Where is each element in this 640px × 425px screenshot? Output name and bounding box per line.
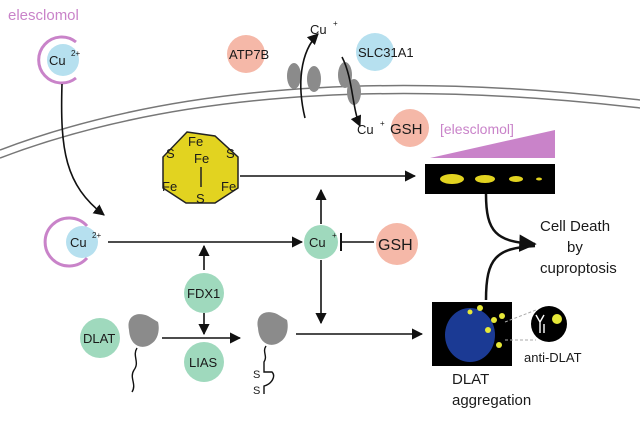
gsh-top-node: [391, 109, 429, 147]
elesclomol-arc-inside: [43, 216, 89, 268]
gel-band-1: [440, 174, 464, 184]
anti-dlat-inset: anti-DLAT: [524, 306, 582, 365]
gel-gradient-label: [elesclomol]: [440, 121, 514, 137]
anti-dlat-signal: [552, 314, 562, 324]
lias-label: LIAS: [189, 355, 218, 370]
anti-dlat-circle: [531, 306, 567, 342]
s-left: S: [166, 146, 175, 161]
s-right: S: [226, 146, 235, 161]
elesclomol-cu2-complex-inside: Cu 2+: [43, 216, 101, 268]
dlat-aggregation-line2: aggregation: [452, 392, 531, 409]
fe-center: Fe: [194, 151, 209, 166]
elesclomol-gradient-wedge: [430, 130, 555, 158]
dlat-protein: DLAT: [80, 314, 159, 393]
outcome-line3: cuproptosis: [540, 260, 617, 277]
lipoyl-s-top: S: [253, 369, 260, 381]
cell-death-outcome: Cell Death by cuproptosis: [540, 218, 617, 277]
cu-import-arrow: [341, 56, 362, 128]
cu1-imported-label: Cu: [357, 122, 374, 137]
aggregation-to-death-arrow: [484, 244, 536, 301]
aggregate-dot-3: [499, 313, 505, 319]
gsh-top-label: GSH: [390, 121, 423, 138]
elesclomol-label: elesclomol: [8, 7, 79, 24]
western-blot-gel: [elesclomol]: [425, 121, 555, 194]
slc31a1-label: SLC31A1: [358, 45, 414, 60]
cu2-ion-outside: [47, 44, 79, 76]
fdx1: FDX1: [184, 244, 224, 336]
transporters: ATP7B SLC31A1 Cu + Cu + GSH: [227, 19, 429, 147]
aggregate-dot-4: [485, 327, 491, 333]
antibody-icon: [535, 314, 545, 333]
cell-membrane: [0, 84, 640, 159]
aggregate-dot-5: [496, 342, 502, 348]
dlat-tail: [131, 347, 138, 393]
gel-band-2: [475, 175, 495, 183]
dlat-node: [80, 318, 120, 358]
cu1-center-label: Cu: [309, 235, 326, 250]
cu2-charge-outside: 2+: [71, 49, 80, 58]
fe-bottom-right: Fe: [221, 179, 236, 194]
outcome-line1: Cell Death: [540, 218, 610, 235]
cu1-center-charge: +: [332, 231, 337, 240]
elesclomol-cu2-complex-outside: elesclomol Cu 2+: [8, 7, 80, 85]
gsh-middle-node: [376, 223, 418, 265]
lias-node: [184, 342, 224, 382]
aggregate-dot-1: [477, 305, 483, 311]
dlat-shape: [128, 314, 159, 347]
cu1-exported-charge: +: [333, 19, 338, 28]
dlat-aggregation-image: [432, 302, 537, 366]
lipoyl-arm: [263, 345, 275, 394]
cu2-charge-inside: 2+: [92, 231, 101, 240]
dlat-label: DLAT: [83, 331, 115, 346]
cu2-ion-inside: [66, 226, 98, 258]
atp7b-channel-a: [287, 63, 301, 89]
gsh-middle-label: GSH: [378, 237, 413, 254]
fe-s-cluster: Fe Fe S S Fe Fe S: [162, 131, 239, 206]
cell-nucleus: [445, 308, 495, 362]
fe-bottom-left: Fe: [162, 179, 177, 194]
cu1-center-node: [304, 225, 338, 259]
cu1-imported-charge: +: [380, 119, 385, 128]
gel-band-4: [536, 177, 542, 181]
slc31a1-channel-a: [338, 62, 352, 88]
anti-dlat-label: anti-DLAT: [524, 350, 582, 365]
uptake-arrow: [60, 83, 105, 216]
gel-band-3: [509, 176, 523, 182]
dlat-aggregation-line1: DLAT: [452, 371, 489, 388]
atp7b-channel-b: [307, 66, 321, 92]
lipoyl-s-bottom: S: [253, 385, 260, 397]
lipoylated-dlat-shape: [257, 312, 288, 345]
fdx1-node: [184, 273, 224, 313]
cu1-exported-label: Cu: [310, 22, 327, 37]
lias: LIAS: [184, 342, 224, 382]
atp7b-node: [227, 35, 265, 73]
gel-to-death-arrow: [484, 193, 537, 252]
cu1-center: Cu +: [304, 225, 338, 259]
zoom-line-top: [504, 309, 537, 323]
fe-top: Fe: [188, 134, 203, 149]
gsh-inhibition: GSH: [340, 223, 418, 265]
slc31a1-node: [356, 33, 394, 71]
aggregate-dot-2: [491, 317, 497, 323]
cu-export-arrow: [300, 33, 319, 119]
aggregate-dot-6: [467, 309, 473, 315]
lipoylated-dlat: S S: [253, 312, 288, 397]
elesclomol-arc: [37, 35, 77, 85]
fdx1-label: FDX1: [187, 286, 220, 301]
outcome-line2: by: [567, 239, 583, 256]
s-bottom: S: [196, 191, 205, 206]
cu2-label-outside: Cu: [49, 53, 66, 68]
atp7b-label: ATP7B: [229, 47, 269, 62]
cu2-label-inside: Cu: [70, 235, 87, 250]
